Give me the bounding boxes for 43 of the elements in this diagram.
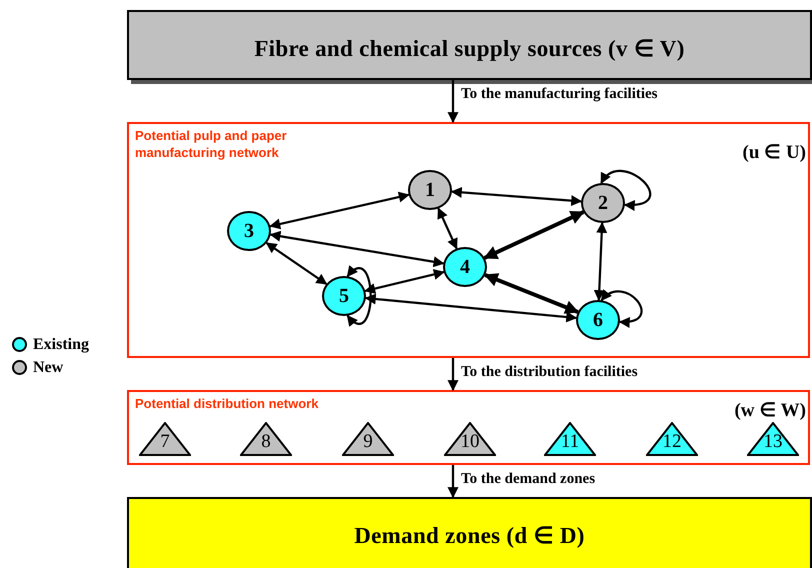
- heading-band: [127, 497, 812, 568]
- arrow: [269, 192, 410, 230]
- edge-label: To the manufacturing facilities: [461, 86, 658, 103]
- edge-label: To the demand zones: [461, 471, 596, 488]
- band-title: Demand zones (d ∈ D): [354, 522, 585, 549]
- arrow: [266, 242, 328, 285]
- arrow: [364, 269, 445, 294]
- facility-triangle: 8: [240, 422, 292, 456]
- arrow: [346, 265, 372, 327]
- arrow: [448, 80, 458, 124]
- network-frame: [127, 390, 810, 465]
- facility-triangle: 9: [342, 422, 394, 456]
- facility-triangle: 10: [444, 422, 496, 456]
- facility-triangle: 7: [139, 422, 191, 456]
- legend-label: Existing: [33, 336, 90, 354]
- network-frame: [127, 122, 810, 358]
- arrow: [450, 186, 582, 206]
- set-label: (u ∈ U): [742, 141, 806, 164]
- facility-circle: 1: [408, 170, 452, 210]
- arrow: [364, 294, 578, 322]
- arrow: [600, 289, 643, 327]
- arrow: [483, 210, 585, 260]
- legend-label: New: [33, 358, 64, 376]
- set-label: (w ∈ W): [734, 399, 806, 422]
- arrow: [448, 358, 458, 392]
- arrow: [437, 207, 458, 250]
- arrow: [270, 230, 444, 268]
- facility-circle: 2: [581, 183, 625, 223]
- facility-circle: 4: [443, 247, 487, 287]
- facility-circle: 5: [322, 276, 366, 316]
- arrow: [484, 273, 580, 314]
- arrow: [594, 222, 608, 302]
- facility-triangle: 11: [544, 422, 596, 456]
- facility-triangle: 13: [747, 422, 799, 456]
- network-title: Potential distribution network: [135, 395, 320, 412]
- facility-triangle: 12: [646, 422, 698, 456]
- facility-circle: 3: [227, 211, 271, 251]
- facility-circle: 6: [576, 300, 620, 340]
- network-title: Potential pulp and paper manufacturing network: [135, 127, 288, 161]
- arrow: [600, 170, 652, 210]
- arrow: [448, 465, 458, 498]
- band-title: Fibre and chemical supply sources (v ∈ V): [254, 35, 685, 62]
- edge-label: To the distribution facilities: [461, 364, 638, 381]
